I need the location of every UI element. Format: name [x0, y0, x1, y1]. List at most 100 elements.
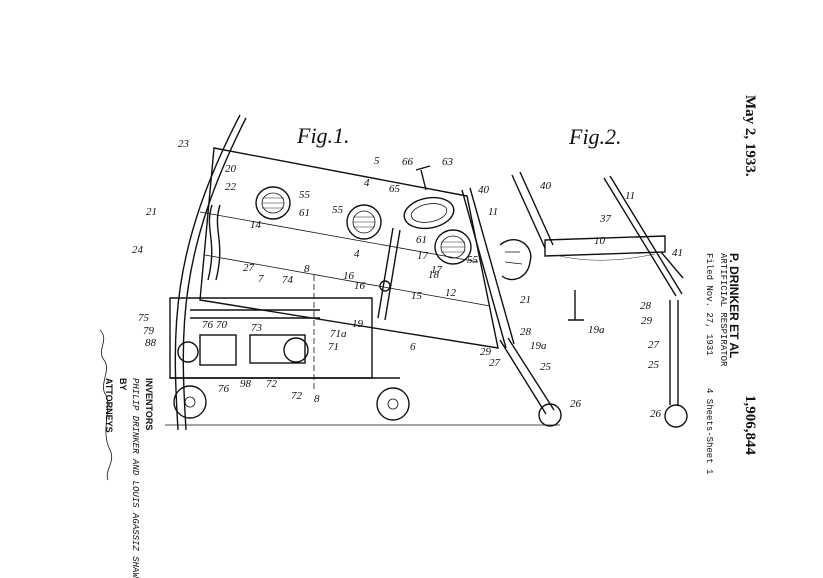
reference-numeral: 5 — [374, 155, 380, 167]
inventor-names: PHILIP DRINKER AND LOUIS AGASSIZ SHAW — [130, 378, 140, 578]
reference-numeral: 22 — [225, 181, 237, 193]
reference-numeral: 61 — [416, 234, 427, 246]
reference-numeral: 21 — [520, 294, 531, 306]
end-frame — [461, 187, 515, 349]
reference-numeral: 15 — [411, 290, 423, 302]
leg-strut — [499, 337, 555, 415]
reference-numeral: 40 — [478, 184, 490, 196]
lever — [377, 227, 401, 321]
reference-numeral: 27 — [243, 262, 255, 274]
reference-numeral: 25 — [540, 361, 552, 373]
air-pipe — [190, 309, 320, 319]
reference-numeral: 28 — [520, 326, 532, 338]
patent-drawing: Fig.1. Fig.2. 23 20 22 21 24 27 5 4 55 6… — [99, 114, 688, 481]
reference-numeral: 41 — [672, 247, 683, 259]
porthole-2 — [346, 204, 382, 240]
porthole-3 — [403, 196, 455, 230]
reference-numeral: 11 — [488, 206, 498, 218]
reference-numeral: 24 — [132, 244, 144, 256]
reference-numeral: 72 — [291, 390, 303, 402]
reference-numeral: 73 — [251, 322, 263, 334]
reference-numeral: 40 — [540, 180, 552, 192]
tank-seam — [199, 211, 479, 263]
reference-numeral: 23 — [178, 138, 190, 150]
reference-numeral: 29 — [480, 346, 492, 358]
fig2-label: Fig.2. — [568, 124, 622, 149]
filed-date: Filed Nov. 27, 1931 — [704, 253, 714, 356]
curved-pipe — [174, 114, 241, 431]
flex-hose — [207, 204, 213, 281]
reference-numeral: 63 — [442, 156, 454, 168]
reference-numeral: 70 — [216, 319, 228, 331]
fig2-clamp — [568, 290, 584, 321]
reference-numeral: 88 — [145, 337, 157, 349]
reference-numeral: 19a — [530, 340, 547, 352]
fig2-leg — [669, 300, 679, 405]
reference-numeral: 28 — [640, 300, 652, 312]
inventors-label: INVENTORS — [144, 378, 154, 431]
reference-numeral: 98 — [240, 378, 252, 390]
wheel-right — [376, 387, 410, 421]
reference-numeral: 17 — [431, 264, 443, 276]
reference-numeral: 55 — [467, 254, 479, 266]
reference-numeral: 19 — [352, 318, 364, 330]
reference-numeral: 71 — [328, 341, 339, 353]
fig2-arm — [603, 175, 683, 297]
fig1-label: Fig.1. — [296, 123, 350, 148]
fig2-wheel — [664, 404, 688, 428]
attorneys-label: ATTORNEYS — [104, 378, 114, 433]
reference-numeral: 7 — [258, 273, 264, 285]
reference-numeral: 21 — [146, 206, 157, 218]
reference-numeral: 18 — [428, 269, 440, 281]
reference-numeral: 26 — [650, 408, 662, 420]
reference-numeral: 55 — [332, 204, 344, 216]
wheel-front — [538, 403, 562, 427]
reference-numeral: 37 — [599, 213, 612, 225]
reference-numeral: 12 — [445, 287, 457, 299]
reference-numeral: 17 — [417, 250, 429, 262]
porthole-4 — [434, 229, 472, 265]
reference-numeral: 14 — [250, 219, 262, 231]
reference-numeral: 72 — [266, 378, 278, 390]
reference-numeral: 11 — [625, 190, 635, 202]
by-label: BY — [118, 378, 128, 391]
reference-numeral: 27 — [648, 339, 660, 351]
patent-title: ARTIFICIAL RESPIRATOR — [718, 253, 728, 367]
reference-numeral: 10 — [594, 235, 606, 247]
reference-numeral: 4 — [354, 248, 360, 260]
valve — [415, 165, 431, 191]
reference-numeral: 16 — [354, 280, 366, 292]
reference-numeral: 16 — [343, 270, 355, 282]
reference-numeral: 19a — [588, 324, 605, 336]
reference-numeral: 61 — [299, 207, 310, 219]
patent-number: 1,906,844 — [742, 395, 758, 455]
reference-numeral: 76 — [218, 383, 230, 395]
fig2-tray — [544, 235, 666, 257]
reference-numeral: 25 — [648, 359, 660, 371]
motor — [199, 334, 237, 366]
signature-scribble — [99, 329, 113, 481]
reference-numeral: 4 — [364, 177, 370, 189]
reference-numeral: 8 — [314, 393, 320, 405]
patent-sheet: Fig.1. Fig.2. 23 20 22 21 24 27 5 4 55 6… — [99, 95, 758, 578]
reference-numeral: 75 — [138, 312, 150, 324]
reference-numeral: 65 — [389, 183, 401, 195]
porthole-1 — [255, 186, 291, 220]
reference-numeral: 20 — [225, 163, 237, 175]
reference-numeral: 74 — [282, 274, 294, 286]
reference-numeral: 8 — [304, 263, 310, 275]
reference-numeral: 76 — [202, 319, 214, 331]
reference-numeral: 55 — [299, 189, 311, 201]
reference-numeral: 79 — [143, 325, 155, 337]
wheel-left — [173, 385, 207, 419]
reference-numeral: 27 — [489, 357, 501, 369]
reference-numeral: 26 — [570, 398, 582, 410]
pump — [249, 334, 306, 364]
reference-numeral: 71a — [330, 328, 347, 340]
tank-body — [199, 147, 499, 349]
patient-head — [499, 239, 532, 281]
fig2-frame — [511, 171, 554, 249]
reference-numeral: 66 — [402, 156, 414, 168]
patent-date: May 2, 1933. — [742, 95, 758, 177]
reference-numeral: 29 — [641, 315, 653, 327]
